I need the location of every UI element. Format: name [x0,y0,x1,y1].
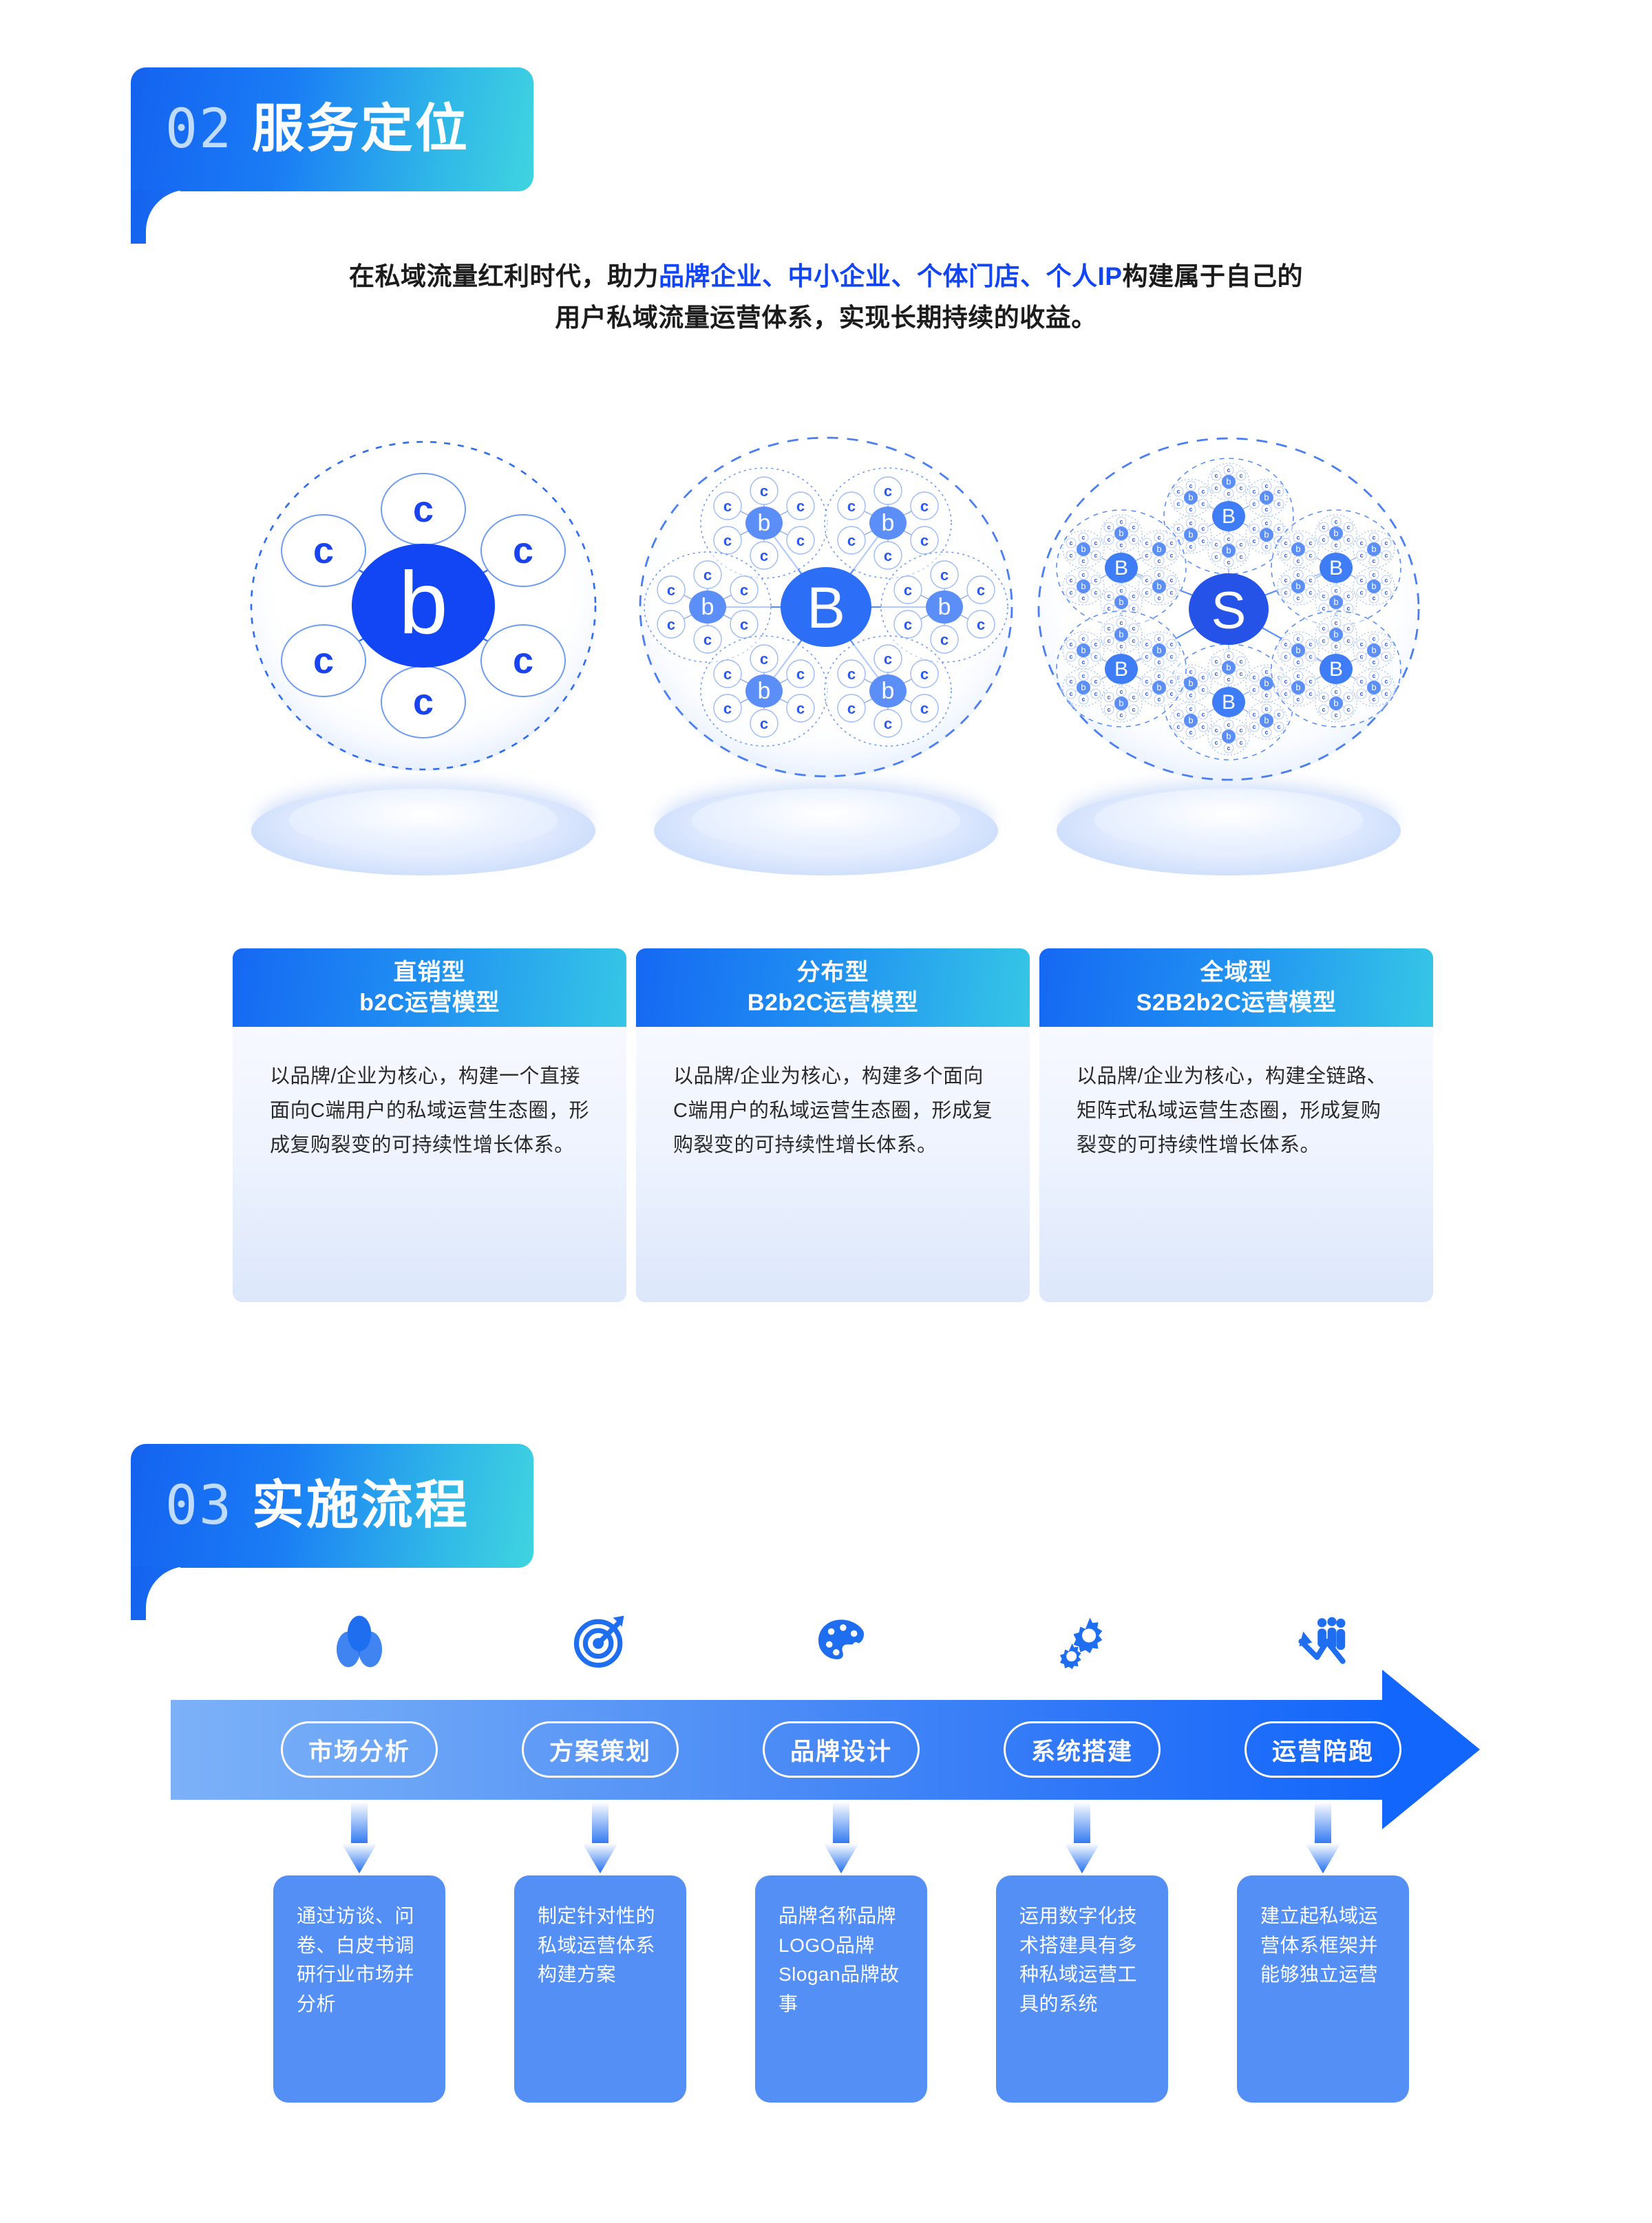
model-card-title-line1: 直销型 [393,959,466,986]
model-card-title-line2: b2C运营模型 [359,990,500,1016]
model-card-title-line1: 全域型 [1200,959,1273,986]
process-arrow-bar: 市场分析 方案策划 品牌设计 系统搭建 运营陪跑 [171,1670,1480,1829]
b2b2c-model-diagram: c c c c c c b [633,427,1019,881]
section-number: 03 [165,1475,233,1537]
svg-text:c: c [513,530,533,571]
section-header-tail [131,190,180,244]
process-step-pill-system-build[interactable]: 系统搭建 [1004,1721,1161,1778]
svg-text:B: B [807,575,845,640]
section-header-tab: 03 实施流程 [131,1444,533,1568]
model-card-description: 以品牌/企业为核心，构建多个面向C端用户的私域运营生态圈，形成复购裂变的可持续性… [673,1065,993,1156]
process-detail-card-market-analysis[interactable]: 通过访谈、问卷、白皮书调研行业市场并分析 [273,1875,445,2103]
diagram-stage-inner [1094,789,1363,852]
section-header-process: 03 实施流程 [131,1444,533,1620]
intro-paragraph: 在私域流量红利时代，助力品牌企业、中小企业、个体门店、个人IP构建属于自己的 用… [0,256,1652,339]
venn-diagram-icon [318,1604,401,1679]
s2b2b2c-model-diagram: c c c c c c b [1036,427,1421,881]
down-arrow-icon [340,1802,379,1884]
svg-text:S: S [1211,582,1247,640]
section-header-service: 02 服务定位 [131,67,533,244]
model-card-description: 以品牌/企业为核心，构建一个直接面向C端用户的私域运营生态圈，形成复购裂变的可持… [270,1065,589,1156]
model-card-header: 全域型 S2B2b2C运营模型 [1039,948,1433,1027]
process-step-pill-brand-design[interactable]: 品牌设计 [763,1721,920,1778]
diagram-stage-inner [289,789,558,852]
paint-palette-icon [800,1604,882,1679]
model-card-title-line1: 分布型 [796,959,869,986]
process-step-label: 品牌设计 [790,1738,892,1765]
down-arrow-icon [1063,1802,1101,1884]
process-detail-text: 制定针对性的私域运营体系构建方案 [538,1905,656,1986]
svg-text:c: c [513,640,533,681]
b2c-diagram-graphic: c c c c c c b [250,440,597,771]
model-diagrams-row: c c c c c c b [0,427,1652,895]
b2c-model-diagram: c c c c c c b [231,427,616,881]
process-detail-text: 运用数字化技术搭建具有多种私域运营工具的系统 [1019,1905,1138,2014]
intro-text-pre: 在私域流量红利时代，助力 [349,262,659,290]
process-detail-card-solution-planning[interactable]: 制定针对性的私域运营体系构建方案 [514,1875,686,2103]
svg-text:c: c [313,640,334,681]
target-dartboard-icon [559,1604,642,1679]
process-detail-text: 品牌名称品牌LOGO品牌Slogan品牌故事 [779,1905,900,2014]
section-title: 实施流程 [251,1476,469,1535]
intro-line-2: 用户私域流量运营体系，实现长期持续的收益。 [555,303,1097,332]
process-icons-row [0,1604,1652,1693]
section-header-tab: 02 服务定位 [131,67,533,191]
svg-text:c: c [313,530,334,571]
model-card-b2c[interactable]: 直销型 b2C运营模型 以品牌/企业为核心，构建一个直接面向C端用户的私域运营生… [233,948,626,1302]
section-number: 02 [165,98,233,160]
intro-line-1: 在私域流量红利时代，助力品牌企业、中小企业、个体门店、个人IP构建属于自己的 [0,256,1652,297]
section-title: 服务定位 [251,100,469,158]
model-card-title-line2: S2B2b2C运营模型 [1136,990,1337,1016]
diagram-stage-inner [692,789,960,852]
svg-text:c: c [413,489,434,530]
model-card-s2b2b2c[interactable]: 全域型 S2B2b2C运营模型 以品牌/企业为核心，构建全链路、矩阵式私域运营生… [1039,948,1433,1302]
model-card-description: 以品牌/企业为核心，构建全链路、矩阵式私域运营生态圈，形成复购裂变的可持续性增长… [1077,1065,1388,1156]
process-detail-card-operations-support[interactable]: 建立起私域运营体系框架并能够独立运营 [1237,1875,1409,2103]
down-arrows-row [0,1802,1652,1884]
process-detail-cards-row: 通过访谈、问卷、白皮书调研行业市场并分析 制定针对性的私域运营体系构建方案 品牌… [0,1875,1652,2109]
down-arrow-icon [581,1802,620,1884]
process-detail-card-brand-design[interactable]: 品牌名称品牌LOGO品牌Slogan品牌故事 [755,1875,927,2103]
intro-highlight: 品牌企业、中小企业、个体门店、个人IP [659,262,1123,290]
process-step-label: 市场分析 [308,1738,410,1765]
model-cards-row: 直销型 b2C运营模型 以品牌/企业为核心，构建一个直接面向C端用户的私域运营生… [0,948,1652,1327]
process-flow: 市场分析 方案策划 品牌设计 系统搭建 运营陪跑 [0,1604,1652,2223]
process-detail-text: 建立起私域运营体系框架并能够独立运营 [1260,1905,1379,1986]
down-arrow-icon [822,1802,860,1884]
model-card-header: 分布型 B2b2C运营模型 [636,948,1030,1027]
model-card-title-line2: B2b2C运营模型 [747,990,919,1016]
model-card-header: 直销型 b2C运营模型 [233,948,626,1027]
section-header-tail [131,1566,180,1620]
model-card-body: 以品牌/企业为核心，构建多个面向C端用户的私域运营生态圈，形成复购裂变的可持续性… [636,1027,1030,1302]
model-card-body: 以品牌/企业为核心，构建一个直接面向C端用户的私域运营生态圈，形成复购裂变的可持… [233,1027,626,1302]
process-step-label: 运营陪跑 [1271,1738,1374,1765]
process-detail-text: 通过访谈、问卷、白皮书调研行业市场并分析 [297,1905,415,2014]
svg-text:b: b [399,554,447,652]
b2b2c-diagram-graphic: c c c c c c b [639,436,1013,778]
down-arrow-icon [1304,1802,1342,1884]
process-detail-card-system-build[interactable]: 运用数字化技术搭建具有多种私域运营工具的系统 [996,1875,1168,2103]
model-card-b2b2c[interactable]: 分布型 B2b2C运营模型 以品牌/企业为核心，构建多个面向C端用户的私域运营生… [636,948,1030,1302]
model-card-body: 以品牌/企业为核心，构建全链路、矩阵式私域运营生态圈，形成复购裂变的可持续性增长… [1039,1027,1433,1302]
process-step-label: 方案策划 [549,1738,651,1765]
intro-text-post: 构建属于自己的 [1122,262,1303,290]
process-step-label: 系统搭建 [1030,1738,1133,1765]
svg-text:c: c [413,681,434,723]
people-growth-chart-icon [1282,1604,1364,1679]
process-step-pill-solution-planning[interactable]: 方案策划 [522,1721,679,1778]
s2b2b2c-diagram-graphic: c c c c c c b [1037,437,1420,781]
gears-icon [1041,1604,1123,1679]
process-step-pill-market-analysis[interactable]: 市场分析 [281,1721,438,1778]
process-step-pill-operations-support[interactable]: 运营陪跑 [1245,1721,1401,1778]
